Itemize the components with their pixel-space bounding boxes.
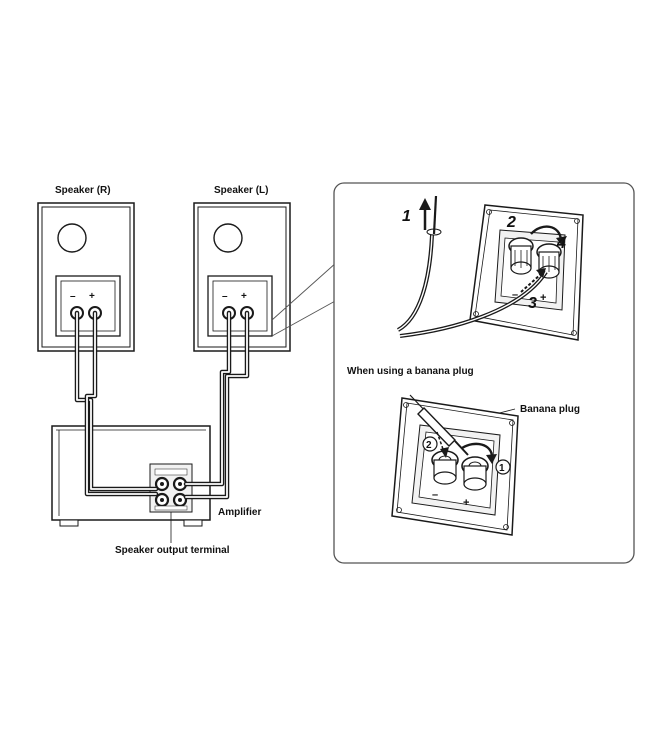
- speaker-l: – +: [193, 202, 291, 352]
- speaker-cables: [74, 310, 250, 500]
- step-4-number: 4: [556, 235, 566, 252]
- banana-plug-detail: – +: [391, 394, 519, 536]
- amplifier-label: Amplifier: [218, 507, 261, 518]
- step-1-circle-icon: [495, 459, 511, 475]
- plus-sign: +: [241, 291, 247, 302]
- bare-wire-detail: – +: [396, 195, 584, 341]
- speaker-output-terminal-label: Speaker output terminal: [115, 545, 230, 556]
- speaker-r-label: Speaker (R): [55, 185, 111, 196]
- banana-plug-icon: [417, 407, 456, 447]
- step-3-number: 3: [528, 295, 537, 312]
- banana-plug-label: Banana plug: [520, 404, 580, 415]
- banana-plug-heading: When using a banana plug: [347, 366, 474, 377]
- speaker-r: – +: [37, 202, 135, 352]
- minus-sign: –: [70, 291, 76, 302]
- banana-step-1-number: 1: [499, 463, 505, 474]
- speaker-l-label: Speaker (L): [214, 185, 268, 196]
- plus-sign: +: [89, 291, 95, 302]
- plus-sign: +: [463, 497, 469, 509]
- banana-step-2-number: 2: [426, 440, 432, 451]
- minus-sign: –: [222, 291, 228, 302]
- minus-sign: –: [512, 289, 518, 301]
- step-2-number: 2: [506, 214, 516, 231]
- step-1-number: 1: [402, 208, 411, 225]
- amplifier: [51, 425, 211, 527]
- port-hole-icon: [57, 223, 87, 253]
- port-hole-icon: [213, 223, 243, 253]
- step-2-circle-icon: [422, 436, 438, 452]
- minus-sign: –: [432, 489, 438, 501]
- plus-sign: +: [540, 292, 546, 304]
